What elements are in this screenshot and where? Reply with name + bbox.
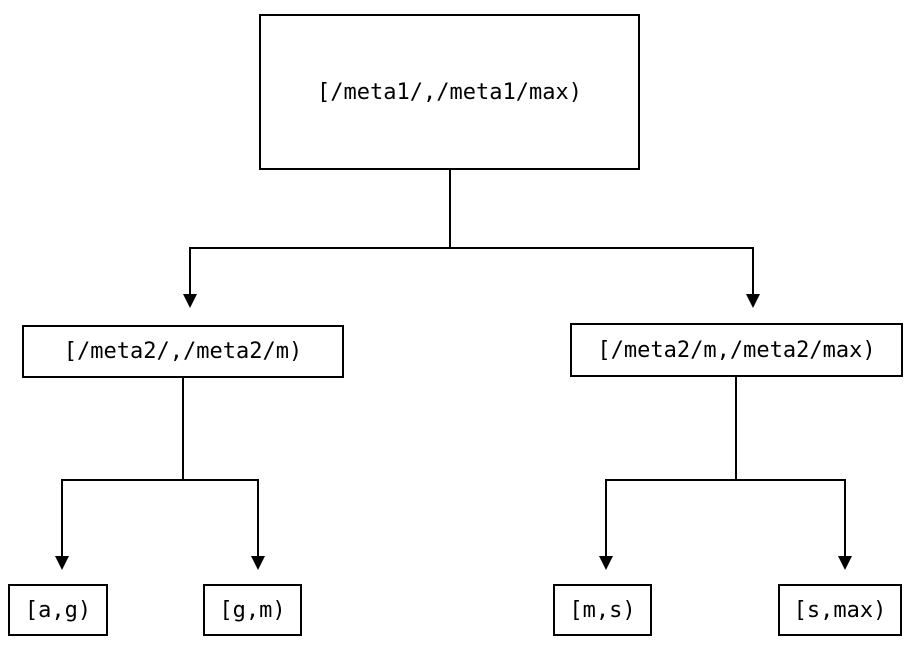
tree-node-root: [/meta1/,/meta1/max)	[259, 14, 640, 170]
tree-node-leaf-ag: [a,g)	[8, 584, 108, 636]
tree-node-meta2-low: [/meta2/,/meta2/m)	[22, 325, 344, 378]
arrowhead-to-leaf0-icon	[55, 556, 69, 570]
tree-node-meta2-high-label: [/meta2/m,/meta2/max)	[597, 337, 876, 363]
tree-node-meta2-low-label: [/meta2/,/meta2/m)	[63, 339, 303, 364]
tree-node-leaf-smax-label: [s,max)	[793, 597, 887, 623]
tree-node-leaf-ag-label: [a,g)	[24, 597, 92, 623]
tree-node-meta2-high: [/meta2/m,/meta2/max)	[570, 323, 903, 377]
arrowhead-to-leaf1-icon	[251, 556, 265, 570]
tree-node-root-label: [/meta1/,/meta1/max)	[317, 79, 582, 105]
arrowhead-to-leaf2-icon	[599, 556, 613, 570]
tree-node-leaf-ms-label: [m,s)	[569, 597, 636, 623]
tree-node-leaf-ms: [m,s)	[553, 584, 652, 636]
arrowhead-to-left-child-icon	[183, 294, 197, 308]
tree-node-leaf-gm-label: [g,m)	[219, 597, 286, 623]
arrowhead-to-leaf3-icon	[838, 556, 852, 570]
arrowhead-to-right-child-icon	[746, 294, 760, 308]
tree-node-leaf-smax: [s,max)	[778, 584, 902, 636]
tree-node-leaf-gm: [g,m)	[203, 584, 302, 636]
